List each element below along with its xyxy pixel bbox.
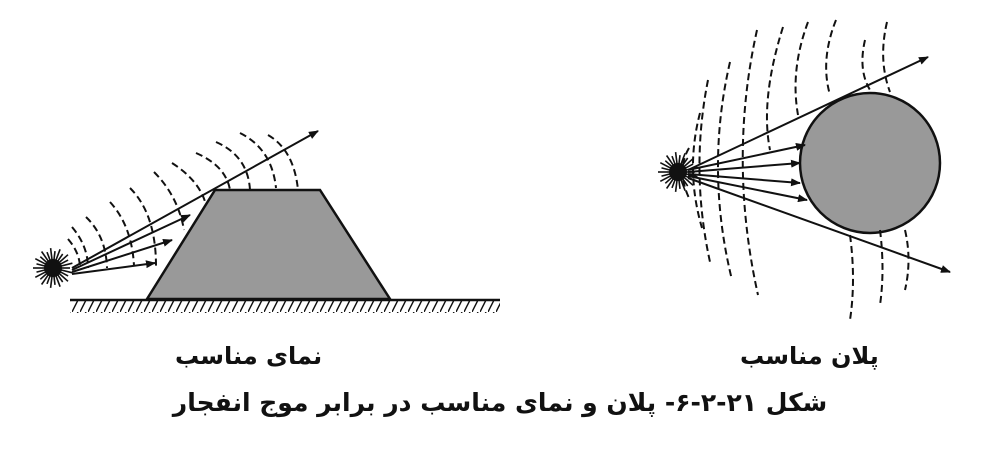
elevation-label: نمای مناسب — [175, 342, 323, 370]
plan-view — [658, 19, 951, 321]
ground-hatching — [70, 300, 500, 313]
shield-wall-section — [144, 188, 393, 301]
plan-label: پلان مناسب — [740, 342, 879, 370]
figure-caption: شکل ۲۱-۲-۶- پلان و نمای مناسب در برابر م… — [172, 388, 828, 417]
blast-wave-fronts — [67, 132, 299, 269]
blast-rays — [71, 130, 319, 275]
elevation-view — [33, 130, 500, 313]
blast-rays — [687, 56, 951, 273]
circular-building-plan — [798, 91, 942, 235]
explosion-burst-icon — [658, 152, 698, 192]
explosion-burst-icon — [33, 248, 73, 288]
